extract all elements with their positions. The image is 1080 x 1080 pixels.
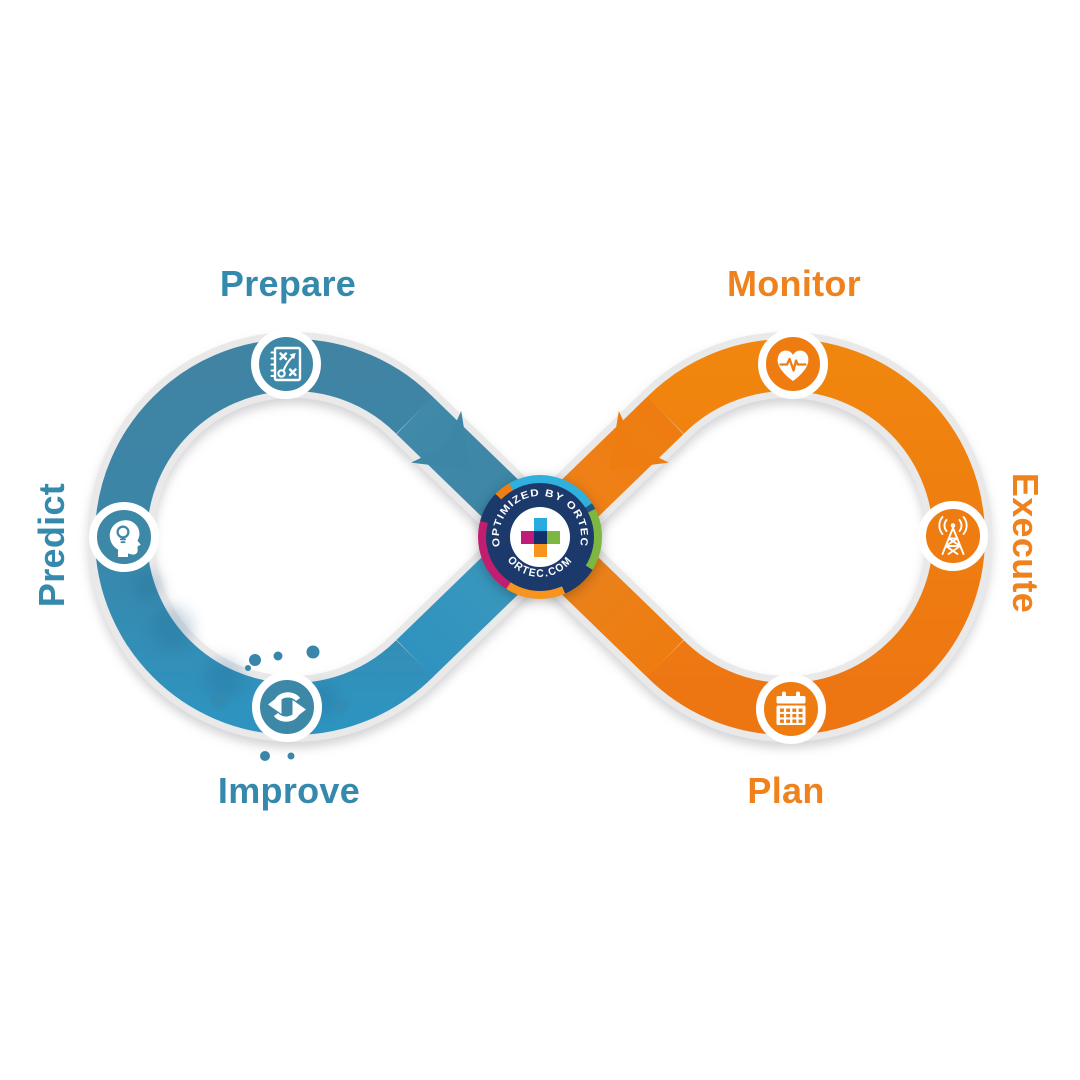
label-execute: Execute: [1005, 472, 1046, 614]
sync-arrows-icon: [268, 692, 306, 722]
plus-center-block: [533, 530, 547, 544]
label-plan: Plan: [747, 770, 825, 811]
heartbeat-heart-icon: [777, 350, 809, 381]
stage-node-predict: [89, 502, 159, 572]
plus-top-block: [533, 517, 547, 531]
label-improve: Improve: [217, 770, 361, 811]
blue-flow-arrowhead: [411, 410, 471, 471]
plus-right-block: [546, 530, 560, 544]
ortec-badge: OPTIMIZED BY ORTEC ORTEC.COM: [478, 475, 602, 599]
label-monitor: Monitor: [726, 263, 862, 304]
plus-bottom-block: [533, 543, 547, 557]
orange-flow-arrowhead: [609, 410, 669, 471]
head-lightbulb-icon: [109, 520, 141, 557]
stage-node-monitor: [758, 329, 828, 399]
stage-node-execute: [918, 501, 988, 571]
strategy-playbook-icon: [270, 346, 302, 382]
svg-text:ORTEC.COM: ORTEC.COM: [505, 554, 575, 580]
plus-left-block: [520, 530, 534, 544]
broadcast-tower-icon: [938, 516, 968, 555]
label-prepare: Prepare: [219, 263, 357, 304]
svg-text:OPTIMIZED BY ORTEC: OPTIMIZED BY ORTEC: [491, 488, 589, 548]
stage-node-improve: [252, 672, 322, 742]
calendar-icon: [776, 691, 806, 725]
badge-arc-bottom-text: ORTEC.COM: [505, 554, 574, 580]
stage-node-plan: [756, 674, 826, 744]
label-predict: Predict: [31, 482, 72, 608]
badge-arc-top-text: OPTIMIZED BY ORTEC: [491, 488, 588, 548]
stage-node-prepare: [251, 329, 321, 399]
badge-curved-text: OPTIMIZED BY ORTEC ORTEC.COM: [491, 488, 589, 580]
decor-dots: [210, 645, 348, 761]
